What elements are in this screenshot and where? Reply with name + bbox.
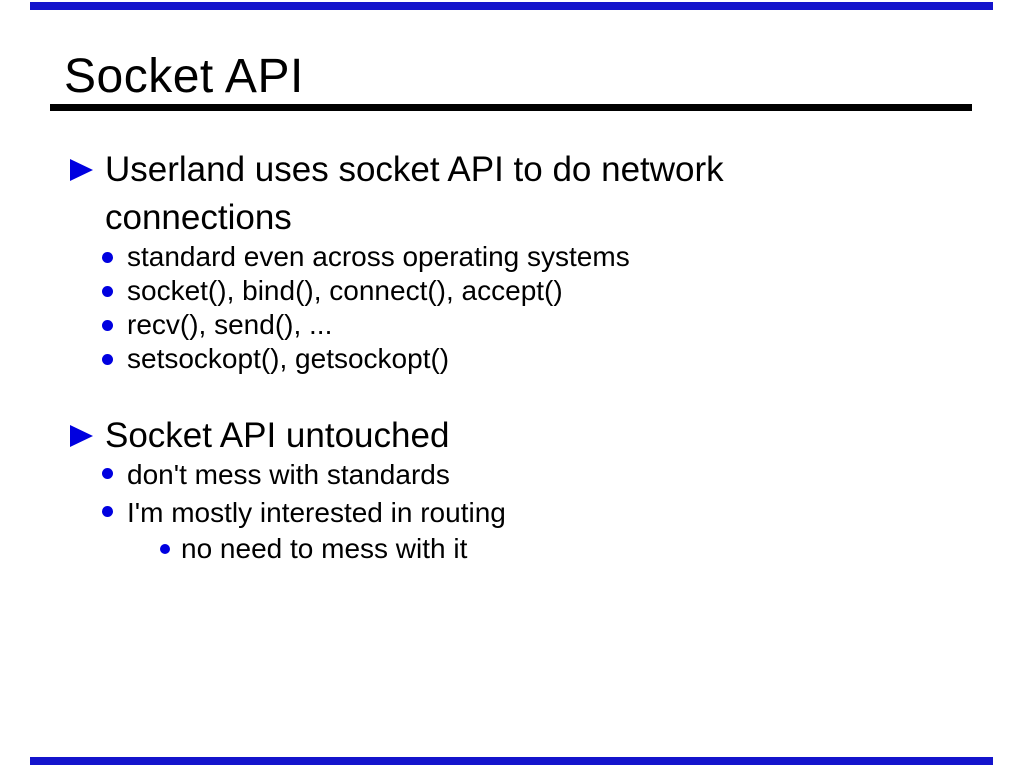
triangle-right-icon	[70, 159, 93, 181]
bullet-text-continuation: connections	[105, 198, 292, 237]
bullet-text: Socket API untouched	[105, 416, 450, 455]
dot-icon	[160, 544, 170, 554]
list-item: standard even across operating systems	[102, 240, 630, 274]
bottom-edge-bar	[30, 757, 993, 765]
triangle-right-icon	[70, 425, 93, 447]
list-item-text: don't mess with standards	[127, 459, 450, 490]
list-item-text: no need to mess with it	[181, 533, 468, 564]
sub-bullet-list: standard even across operating systems s…	[102, 240, 630, 376]
list-item: socket(), bind(), connect(), accept()	[102, 274, 630, 308]
title-underline	[50, 104, 972, 111]
list-item-text: socket(), bind(), connect(), accept()	[127, 275, 563, 306]
dot-icon	[102, 320, 113, 331]
list-item: I'm mostly interested in routing	[102, 494, 506, 532]
bullet-item-level1: Socket API untouched	[70, 412, 449, 460]
list-item: recv(), send(), ...	[102, 308, 630, 342]
dot-icon	[102, 468, 113, 479]
list-item-text: recv(), send(), ...	[127, 309, 333, 340]
list-item: setsockopt(), getsockopt()	[102, 342, 630, 376]
dot-icon	[102, 252, 113, 263]
dot-icon	[102, 286, 113, 297]
list-item-text: standard even across operating systems	[127, 241, 630, 272]
list-item: don't mess with standards	[102, 456, 506, 494]
list-item-text: setsockopt(), getsockopt()	[127, 343, 450, 374]
top-edge-bar	[30, 2, 993, 10]
list-item-text: I'm mostly interested in routing	[127, 497, 506, 528]
list-item-level3: no need to mess with it	[160, 532, 506, 566]
dot-icon	[102, 354, 113, 365]
bullet-item-level1: Userland uses socket API to do network c…	[70, 146, 724, 242]
sub-bullet-list: don't mess with standards I'm mostly int…	[102, 456, 506, 566]
bullet-text: Userland uses socket API to do network	[105, 150, 724, 189]
dot-icon	[102, 506, 113, 517]
slide-title: Socket API	[64, 50, 304, 103]
